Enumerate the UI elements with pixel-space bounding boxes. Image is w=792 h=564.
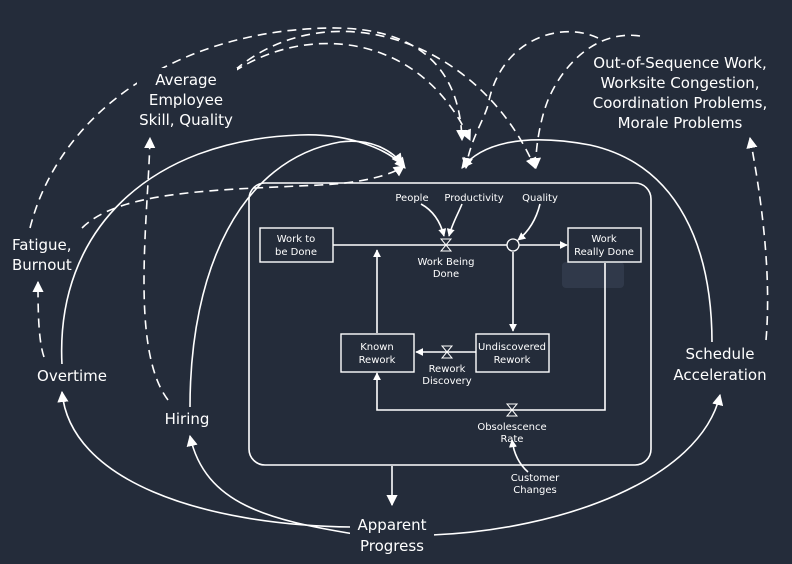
label-overtime: Overtime (37, 367, 107, 385)
label-hiring: Hiring (165, 410, 210, 428)
stock-work-to-be-done (259, 227, 334, 263)
flow-obsolescence (373, 263, 606, 411)
label-apparent-progress-2: Progress (360, 537, 424, 555)
valve-work-being-done (439, 238, 453, 252)
link-hiring-to-work (189, 140, 403, 408)
link-productivity-to-valve (446, 203, 463, 237)
link-quality-to-split (517, 203, 541, 241)
link-overtime-to-fatigue (32, 280, 45, 358)
label-schedule-accel-2: Acceleration (673, 366, 766, 384)
valve-rework-discovery (440, 345, 454, 359)
label-avg-skill-3: Skill, Quality (139, 111, 233, 129)
watermark-shape (562, 262, 624, 288)
label-productivity: Productivity (444, 193, 503, 204)
label-work-to-be-done-2: be Done (275, 247, 317, 258)
valve-obsolescence (505, 403, 519, 417)
link-overtime-to-work (60, 134, 406, 366)
link-progress-to-acceleration (431, 393, 724, 536)
label-known-rework-2: Rework (359, 355, 396, 366)
node-side-effects: Out-of-Sequence Work, Worksite Congestio… (588, 50, 774, 132)
link-acceleration-to-work (461, 139, 713, 344)
label-rework-discovery-1: Rework (429, 364, 466, 375)
project-system-boundary (248, 182, 652, 466)
label-apparent-progress-1: Apparent (358, 516, 427, 534)
label-fatigue-2: Burnout (12, 256, 72, 274)
label-customer-changes-1: Customer (511, 473, 560, 484)
node-schedule-acceleration: Schedule Acceleration (668, 342, 774, 386)
link-people-to-valve (420, 203, 447, 237)
label-work-to-be-done-1: Work to (277, 234, 316, 245)
label-side-effects-1: Out-of-Sequence Work, (593, 54, 766, 72)
stock-work-really-done (567, 227, 642, 263)
label-fatigue-1: Fatigue, (12, 236, 72, 254)
label-work-being-done-2: Done (433, 269, 459, 280)
label-avg-skill-1: Average (155, 71, 217, 89)
label-side-effects-3: Coordination Problems, (593, 94, 768, 112)
label-avg-skill-2: Employee (149, 91, 223, 109)
link-avg-skill-to-productivity (221, 42, 471, 142)
label-rework-discovery-2: Discovery (422, 376, 471, 387)
link-side-effects-to-quality (529, 34, 641, 170)
label-side-effects-4: Morale Problems (618, 114, 743, 132)
label-work-being-done-1: Work Being (418, 257, 475, 268)
node-average-skill: Average Employee Skill, Quality (137, 68, 237, 129)
label-obsolescence-rate-1: Obsolescence (477, 422, 546, 433)
label-people: People (395, 193, 428, 204)
node-apparent-progress: Apparent Progress (350, 512, 434, 558)
link-avg-skill-to-quality (234, 30, 537, 170)
label-schedule-accel-1: Schedule (686, 345, 755, 363)
link-customer-changes-to-valve (508, 439, 529, 473)
node-fatigue-burnout: Fatigue, Burnout (8, 233, 72, 275)
link-fatigue-to-productivity (29, 27, 468, 229)
label-known-rework-1: Known (360, 342, 394, 353)
node-hiring: Hiring (160, 408, 216, 430)
stock-undiscovered-rework (475, 333, 550, 373)
label-side-effects-2: Worksite Congestion, (600, 74, 759, 92)
quality-split-circle (506, 238, 520, 252)
link-side-effects-to-productivity (461, 30, 599, 170)
link-hiring-to-avg-skill (143, 136, 169, 401)
link-acceleration-to-side-effects (746, 136, 769, 341)
label-work-really-done-1: Work (591, 234, 617, 245)
label-undiscovered-rework-1: Undiscovered (478, 342, 546, 353)
link-fatigue-to-work (81, 165, 405, 229)
label-obsolescence-rate-2: Rate (501, 434, 524, 445)
link-progress-to-hiring (186, 434, 355, 535)
node-overtime: Overtime (34, 364, 112, 386)
stock-known-rework (340, 333, 415, 373)
label-customer-changes-2: Changes (513, 485, 557, 496)
link-progress-to-overtime (57, 390, 353, 528)
label-quality: Quality (522, 193, 558, 204)
label-undiscovered-rework-2: Rework (494, 355, 531, 366)
label-work-really-done-2: Really Done (574, 247, 634, 258)
